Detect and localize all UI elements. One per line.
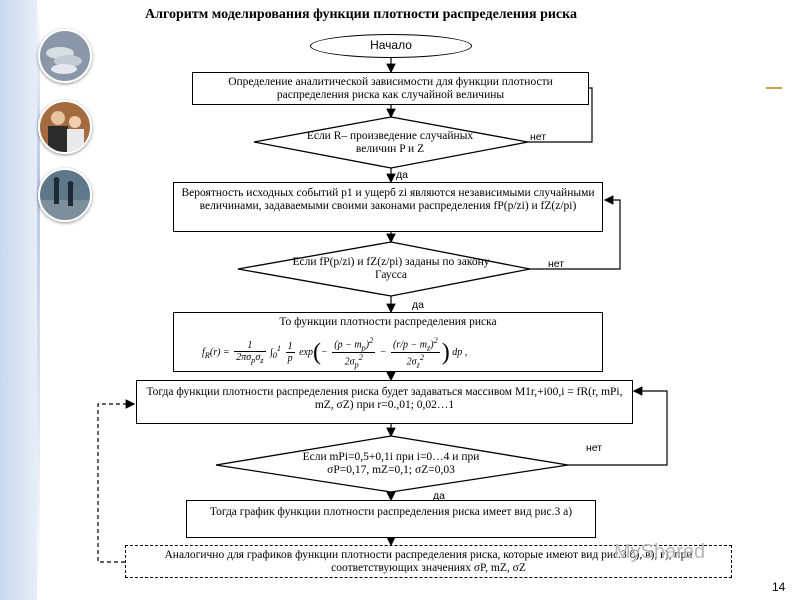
decision2-text: Если fP(p/zi) и fZ(z/pi) заданы по закон… <box>291 256 491 282</box>
watermark: MyShared <box>614 541 705 564</box>
step4-text: Тогда функции плотности распределения ри… <box>146 386 622 411</box>
step1-text: Определение аналитической зависимости дл… <box>228 76 553 101</box>
step1-box: Определение аналитической зависимости дл… <box>192 72 589 105</box>
step5-box: Тогда график функции плотности распредел… <box>186 500 596 538</box>
step4-box: Тогда функции плотности распределения ри… <box>136 380 633 424</box>
no-label-1: нет <box>530 131 546 143</box>
decision3-text: Если mPi=0,5+0,1i при i=0…4 и при σP=0,1… <box>286 451 496 477</box>
step2-text: Вероятность исходных событий p1 и ущерб … <box>181 187 594 212</box>
step2-box: Вероятность исходных событий p1 и ущерб … <box>173 182 603 232</box>
no-label-2: нет <box>548 258 564 270</box>
page-number: 14 <box>772 580 785 594</box>
yes-label-2: да <box>412 299 424 311</box>
yes-label-1: да <box>396 169 408 181</box>
step3-title: То функции плотности распределения риска <box>279 316 496 328</box>
decision1-text: Если R– произведение случайных величин P… <box>300 130 480 156</box>
no-label-3: нет <box>586 442 602 454</box>
step5-text: Тогда график функции плотности распредел… <box>210 506 572 518</box>
start-terminal: Начало <box>310 34 472 58</box>
